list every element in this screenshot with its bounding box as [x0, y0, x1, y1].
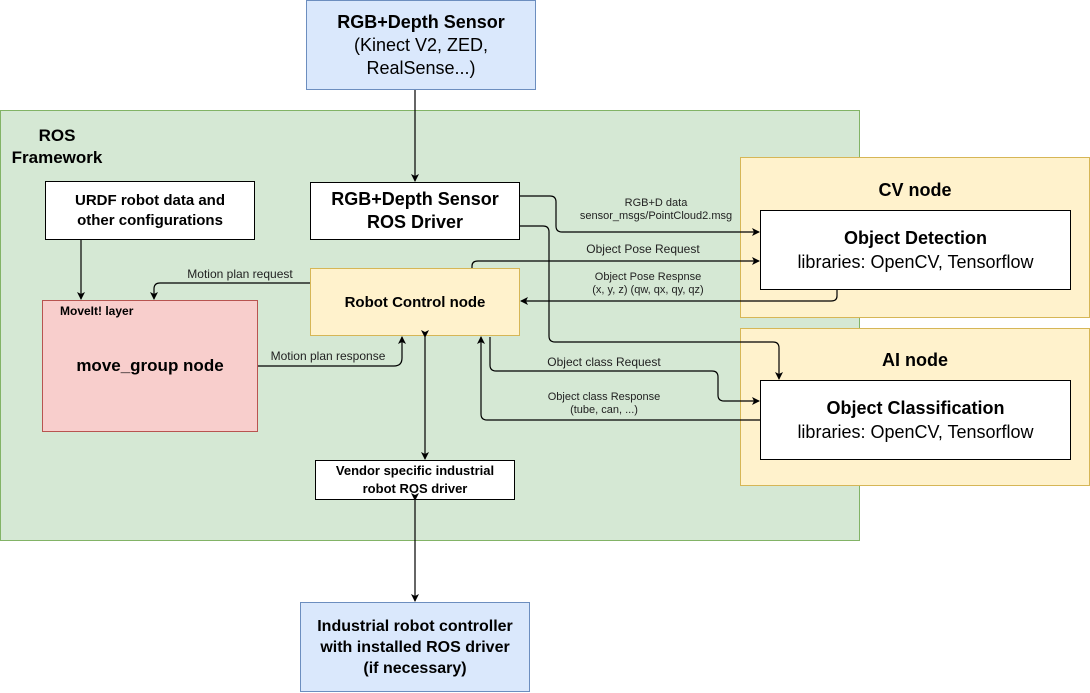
- vendor-driver-line2: robot ROS driver: [362, 481, 468, 496]
- edge-class-request: [489, 337, 760, 405]
- edge-class-response: [477, 336, 760, 421]
- edge-label-class-response: Object class Response (tube, can, ...): [534, 391, 674, 417]
- urdf-line2: other configurations: [77, 211, 223, 229]
- rgbd-sensor-title: RGB+Depth Sensor: [337, 11, 505, 32]
- controller-line3: (if necessary): [363, 659, 467, 677]
- controller-line2: with installed ROS driver: [320, 638, 510, 656]
- edge-label-pose-response: Object Pose Respnse (x, y, z) (qw, qx, q…: [578, 271, 718, 297]
- edge-label-pose-response-line2: (x, y, z) (qw, qx, qy, qz): [592, 284, 704, 296]
- moveit-layer-label: MoveIt! layer: [60, 304, 134, 318]
- edge-motion-plan-request: [150, 282, 310, 300]
- rgbd-sensor-box: RGB+Depth Sensor (Kinect V2, ZED, RealSe…: [306, 0, 536, 90]
- edge-label-pose-request: Object Pose Request: [586, 242, 700, 256]
- robot-control-node: Robot Control node: [310, 268, 520, 336]
- edge-pose-request: [471, 257, 760, 268]
- robot-control-label: Robot Control node: [344, 293, 486, 311]
- move-group-node-label: move_group node: [76, 356, 224, 375]
- rgbd-sensor-subtitle: (Kinect V2, ZED,: [353, 34, 489, 55]
- industrial-controller-box: Industrial robot controller with install…: [300, 602, 530, 692]
- object-detection-libs: libraries: OpenCV, Tensorflow: [797, 252, 1034, 272]
- ros-framework-title: ROS Framework: [2, 125, 112, 169]
- edge-label-motion-plan-request: Motion plan request: [187, 267, 293, 281]
- controller-line1: Industrial robot controller: [317, 617, 513, 635]
- ros-framework-title-line2: Framework: [11, 148, 103, 167]
- edge-label-rgbd-data-line1: RGB+D data: [624, 197, 688, 209]
- edge-driver-to-classification: [520, 225, 783, 380]
- object-classification-title: Object Classification: [826, 398, 1005, 418]
- edge-motion-plan-response: [258, 336, 406, 367]
- edge-label-motion-plan-response: Motion plan response: [270, 349, 386, 363]
- urdf-config-box: URDF robot data and other configurations: [45, 181, 255, 240]
- rgbd-sensor-subtitle2: RealSense...): [366, 57, 476, 78]
- edge-pose-response: [520, 290, 838, 305]
- sensor-driver-box: RGB+Depth Sensor ROS Driver: [310, 182, 520, 240]
- cv-node-title: CV node: [878, 180, 952, 200]
- object-detection-box: Object Detection libraries: OpenCV, Tens…: [760, 210, 1071, 290]
- object-detection-title: Object Detection: [843, 228, 988, 248]
- ros-framework-title-line1: ROS: [38, 126, 76, 145]
- edge-label-rgbd-data-line2: sensor_msgs/PointCloud2.msg: [579, 210, 733, 222]
- object-classification-libs: libraries: OpenCV, Tensorflow: [797, 422, 1034, 442]
- urdf-line1: URDF robot data and: [75, 191, 225, 209]
- sensor-driver-line2: ROS Driver: [366, 212, 464, 232]
- edge-label-class-response-line2: (tube, can, ...): [570, 404, 638, 416]
- edge-label-pose-response-line1: Object Pose Respnse: [594, 271, 702, 283]
- edge-driver-to-detection: [520, 195, 760, 236]
- ai-node-title: AI node: [882, 350, 948, 370]
- edge-label-rgbd-data: RGB+D data sensor_msgs/PointCloud2.msg: [572, 197, 740, 223]
- edge-label-class-request: Object class Request: [547, 355, 661, 369]
- vendor-driver-line1: Vendor specific industrial: [335, 463, 495, 478]
- sensor-driver-line1: RGB+Depth Sensor: [331, 189, 499, 209]
- edge-label-class-response-line1: Object class Response: [547, 391, 661, 403]
- moveit-layer-box: [42, 300, 258, 432]
- object-classification-box: Object Classification libraries: OpenCV,…: [760, 380, 1071, 460]
